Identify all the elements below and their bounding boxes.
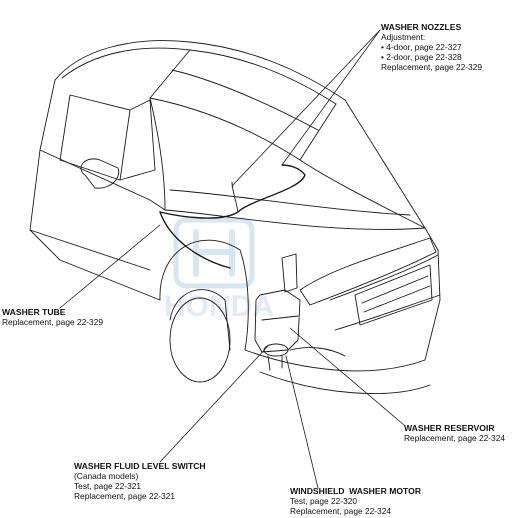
callout-washer-reservoir: WASHER RESERVOIR Replacement, page 22-32… — [404, 423, 505, 443]
callout-washer-tube: WASHER TUBE Replacement, page 22-329 — [2, 307, 103, 327]
callout-title: WASHER TUBE — [2, 307, 66, 317]
callout-windshield-washer-motor: WINDSHIELD WASHER MOTOR Test, page 22-32… — [290, 486, 421, 516]
callout-line: Test, page 22-320 — [290, 496, 358, 506]
callout-subtitle: (Canada models) — [74, 471, 139, 481]
callout-line: • 2-door, page 22-328 — [381, 52, 462, 62]
callout-line: Replacement, page 22-321 — [74, 491, 176, 501]
callout-title-part1: WINDSHIELD — [290, 486, 345, 496]
callout-title: WINDSHIELD WASHER MOTOR — [290, 486, 421, 496]
callout-line: • 4-door, page 22-327 — [381, 42, 462, 52]
callout-line: Test, page 22-321 — [74, 481, 142, 491]
callout-title: WASHER NOZZLES — [381, 22, 462, 32]
callout-line: Replacement, page 22-329 — [381, 62, 483, 72]
callout-title: WASHER RESERVOIR — [404, 423, 495, 433]
callout-line: Replacement, page 22-329 — [2, 317, 104, 327]
leader-lines — [59, 29, 405, 489]
callout-line: Adjustment: — [381, 32, 426, 42]
callout-title-part2: WASHER MOTOR — [349, 486, 422, 496]
callout-title: WASHER FLUID LEVEL SWITCH — [74, 461, 206, 471]
callout-washer-fluid-level-switch: WASHER FLUID LEVEL SWITCH (Canada models… — [74, 461, 206, 501]
callout-washer-nozzles: WASHER NOZZLES Adjustment: • 4-door, pag… — [381, 22, 482, 72]
car-body — [29, 40, 441, 394]
callout-line: Replacement, page 22-324 — [404, 433, 506, 443]
callout-line: Replacement, page 22-324 — [290, 506, 392, 516]
